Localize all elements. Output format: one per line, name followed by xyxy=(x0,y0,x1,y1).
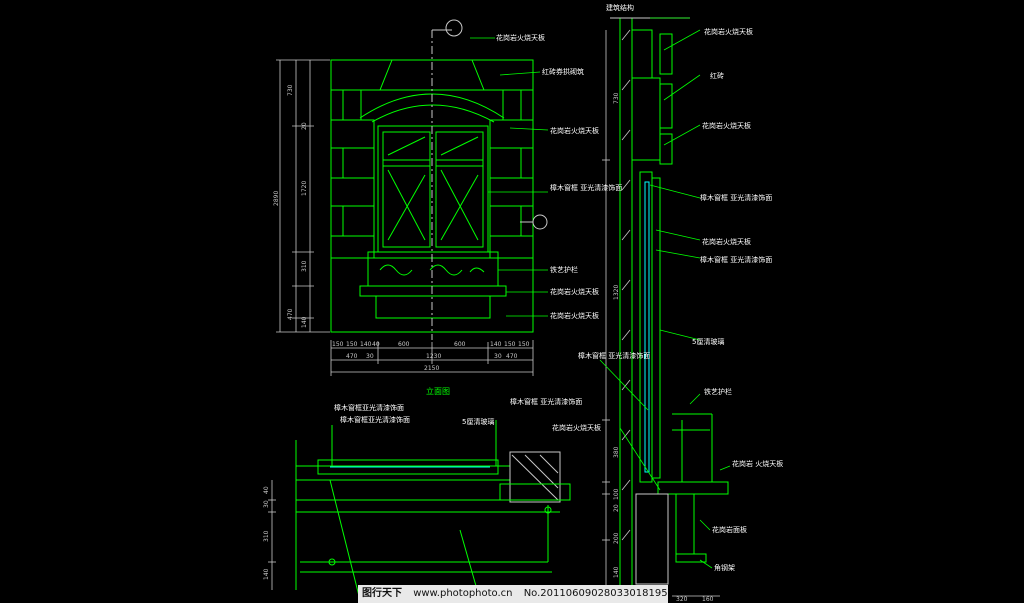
elevation-leaders xyxy=(470,37,549,317)
section-hatch xyxy=(621,29,631,541)
sec-callout-11: 花岗岩 火烧天板 xyxy=(732,459,783,468)
plan-callout-3: 5厘清玻璃 xyxy=(462,417,494,426)
watermark-number: No.20110609028033018195 xyxy=(523,588,668,599)
sec-callout-1: 建筑结构 xyxy=(606,3,634,12)
plan-dim: 140 xyxy=(263,568,270,580)
vdim: 310 xyxy=(301,260,308,272)
elev-callout-6: 花岗岩火烧天板 xyxy=(550,287,599,296)
elev-callout-7: 花岗岩火烧天板 xyxy=(550,311,599,320)
vdim: 140 xyxy=(301,316,308,328)
section-labels: 建筑结构 花岗岩火烧天板 红砖 花岗岩火烧天板 樟木窗框 亚光清漆饰面 花岗岩火… xyxy=(578,3,783,572)
elevation-labels: 花岗岩火烧天板 红砖券拱砌筑 花岗岩火烧天板 樟木窗框 亚光清漆饰面 铁艺护栏 … xyxy=(426,33,622,396)
section-leaders xyxy=(599,17,731,569)
hdim: 40 xyxy=(372,341,380,348)
sec-callout-8: 5厘清玻璃 xyxy=(692,337,724,346)
elev-callout-2: 红砖券拱砌筑 xyxy=(542,67,584,76)
elevation-dim-labels: 730 20 1720 310 470 140 2890 150 150 140… xyxy=(273,84,530,372)
plan-callout-4: 樟木窗框 亚光清漆饰面 xyxy=(510,397,582,406)
hdim: 140 xyxy=(490,341,502,348)
elevation-title: 立面图 xyxy=(426,386,450,396)
hdim: 600 xyxy=(454,341,466,348)
section-dim-labels: 730 1320 380 100 20 200 140 320 160 xyxy=(613,92,714,603)
hdim: 470 xyxy=(506,353,518,360)
plan-dim: 310 xyxy=(263,530,270,542)
sec-callout-3: 红砖 xyxy=(710,71,724,80)
sec-dim: 1320 xyxy=(613,285,620,300)
hdim: 30 xyxy=(366,353,374,360)
sec-callout-6: 花岗岩火烧天板 xyxy=(702,237,751,246)
sec-dim: 380 xyxy=(613,446,620,458)
hdim: 140 xyxy=(360,341,372,348)
watermark-brand: 图行天下 xyxy=(362,588,402,599)
vdim: 20 xyxy=(301,122,308,130)
sec-callout-5: 樟木窗框 亚光清漆饰面 xyxy=(700,193,772,202)
sec-callout-7: 樟木窗框 亚光清漆饰面 xyxy=(700,255,772,264)
vdim: 1720 xyxy=(301,181,308,196)
vdim: 730 xyxy=(287,84,294,96)
plan-callout-5: 花岗岩火烧天板 xyxy=(552,423,601,432)
sec-dim: 200 xyxy=(613,532,620,544)
watermark-site: www.photophoto.cn xyxy=(413,588,513,599)
hdim: 600 xyxy=(398,341,410,348)
sec-callout-4: 花岗岩火烧天板 xyxy=(702,121,751,130)
hdim: 150 xyxy=(346,341,358,348)
section-view xyxy=(610,17,729,589)
plan-view xyxy=(295,420,571,601)
section-dims xyxy=(602,30,720,597)
sec-callout-12: 花岗岩面板 xyxy=(712,525,747,534)
elevation-vertical-dims xyxy=(276,59,330,333)
watermark-bar: 图行天下 www.photophoto.cn No.20110609028033… xyxy=(358,585,668,603)
plan-dim: 40 xyxy=(263,486,270,494)
hdim: 470 xyxy=(346,353,358,360)
elev-callout-1: 花岗岩火烧天板 xyxy=(496,33,545,42)
plan-labels: 樟木窗框亚光清漆饰面 樟木窗框亚光清漆饰面 5厘清玻璃 樟木窗框 亚光清漆饰面 … xyxy=(334,397,601,432)
sec-callout-2: 花岗岩火烧天板 xyxy=(704,27,753,36)
sec-dim: 730 xyxy=(613,92,620,104)
sec-bottom-dim: 160 xyxy=(702,596,714,603)
hdim: 1230 xyxy=(426,353,441,360)
plan-callout-1: 樟木窗框亚光清漆饰面 xyxy=(334,403,404,412)
sec-bottom-dim: 320 xyxy=(676,596,688,603)
hdim: 150 xyxy=(332,341,344,348)
plan-dims xyxy=(268,480,276,590)
sec-dim: 140 xyxy=(613,566,620,578)
elev-callout-5: 铁艺护栏 xyxy=(550,265,578,274)
elevation-view xyxy=(330,19,548,340)
plan-dim: 30 xyxy=(263,500,270,508)
elev-callout-3: 花岗岩火烧天板 xyxy=(550,126,599,135)
sec-callout-10: 铁艺护栏 xyxy=(704,387,732,396)
overall-width: 2150 xyxy=(424,365,439,372)
overall-height: 2890 xyxy=(273,191,280,206)
sec-callout-13: 角钢架 xyxy=(714,563,735,572)
hdim: 150 xyxy=(504,341,516,348)
elev-callout-4: 樟木窗框 亚光清漆饰面 xyxy=(550,183,622,192)
vdim: 470 xyxy=(287,308,294,320)
sec-dim: 20 xyxy=(613,504,620,512)
hdim: 30 xyxy=(494,353,502,360)
elevation-horizontal-dims xyxy=(330,340,534,376)
plan-callout-2: 樟木窗框亚光清漆饰面 xyxy=(340,415,410,424)
sec-callout-9: 樟木窗框 亚光清漆饰面 xyxy=(578,351,650,360)
hdim: 150 xyxy=(518,341,530,348)
plan-dim-labels: 40 30 310 140 xyxy=(263,486,270,580)
sec-dim: 100 xyxy=(613,488,620,500)
